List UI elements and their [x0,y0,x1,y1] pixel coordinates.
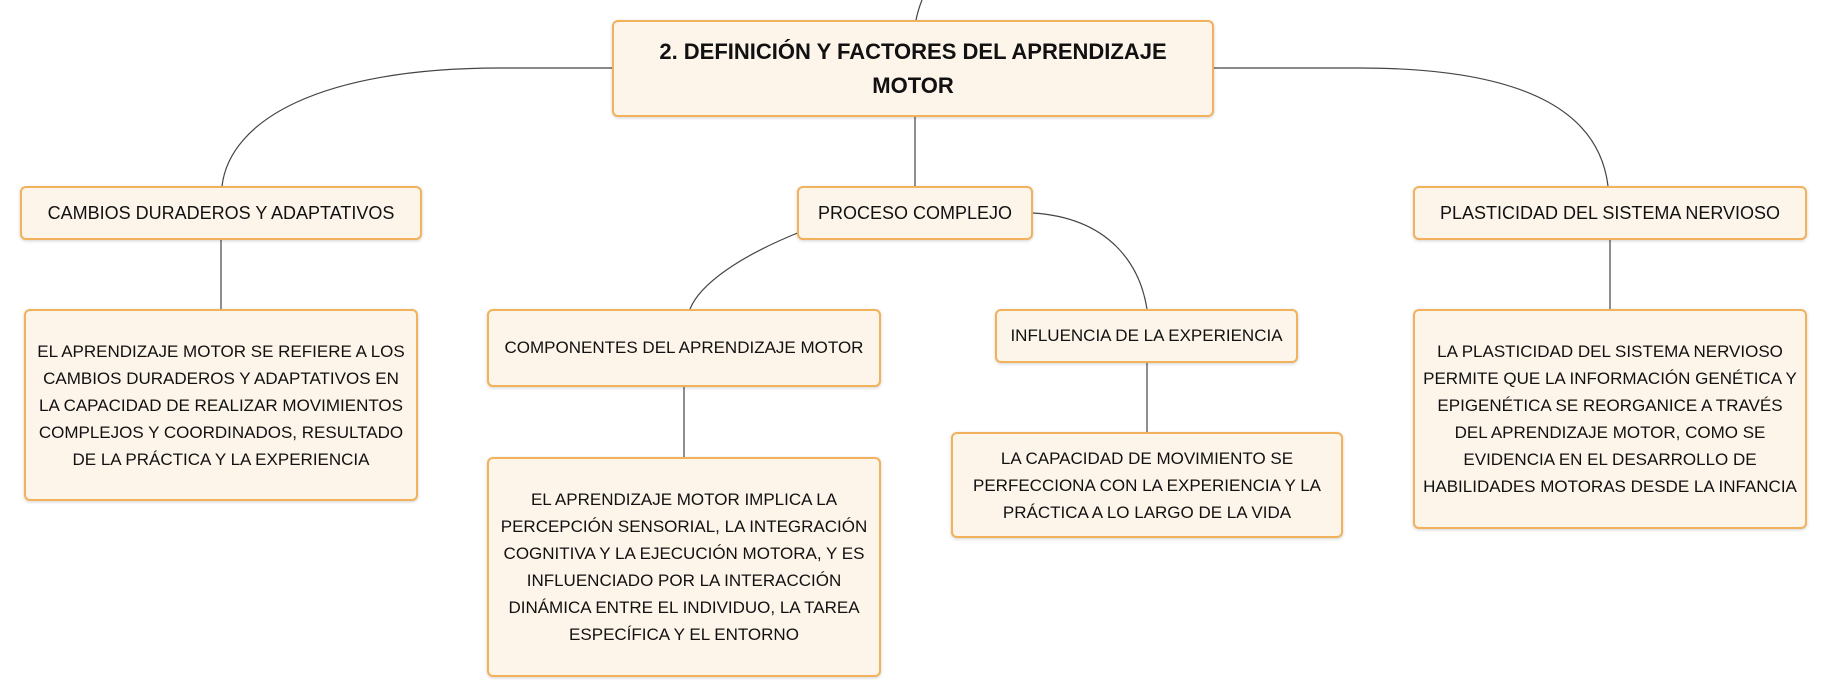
connector-proceso-componentes [689,231,801,310]
node-cambios[interactable]: CAMBIOS DURADEROS Y ADAPTATIVOS [20,186,422,240]
node-cambios-detail[interactable]: EL APRENDIZAJE MOTOR SE REFIERE A LOS CA… [24,309,418,501]
root-node[interactable]: 2. DEFINICIÓN Y FACTORES DEL APRENDIZAJE… [612,20,1214,117]
node-proceso[interactable]: PROCESO COMPLEJO [797,186,1033,240]
node-plasticidad-label: PLASTICIDAD DEL SISTEMA NERVIOSO [1439,202,1781,223]
node-influencia[interactable]: INFLUENCIA DE LA EXPERIENCIA [995,309,1298,363]
node-componentes-detail-text: EL APRENDIZAJE MOTOR IMPLICA LA PERCEPCI… [500,490,868,644]
node-plasticidad-detail-text: LA PLASTICIDAD DEL SISTEMA NERVIOSO PERM… [1423,342,1797,496]
node-influencia-detail[interactable]: LA CAPACIDAD DE MOVIMIENTO SE PERFECCION… [951,432,1343,538]
node-proceso-label: PROCESO COMPLEJO [817,202,1013,223]
connector-root-cambios [221,67,612,187]
node-plasticidad[interactable]: PLASTICIDAD DEL SISTEMA NERVIOSO [1413,186,1807,240]
node-influencia-label: INFLUENCIA DE LA EXPERIENCIA [1010,326,1283,345]
connector-root-plasticidad [1214,67,1609,187]
node-cambios-detail-text: EL APRENDIZAJE MOTOR SE REFIERE A LOS CA… [37,341,405,469]
connector-incoming [915,0,923,21]
connector-proceso-influencia [1032,212,1148,310]
node-cambios-label: CAMBIOS DURADEROS Y ADAPTATIVOS [47,202,395,223]
node-plasticidad-detail[interactable]: LA PLASTICIDAD DEL SISTEMA NERVIOSO PERM… [1413,309,1807,529]
node-influencia-detail-text: LA CAPACIDAD DE MOVIMIENTO SE PERFECCION… [973,448,1321,522]
node-componentes[interactable]: COMPONENTES DEL APRENDIZAJE MOTOR [487,309,881,387]
node-componentes-label: COMPONENTES DEL APRENDIZAJE MOTOR [504,338,864,357]
node-componentes-detail[interactable]: EL APRENDIZAJE MOTOR IMPLICA LA PERCEPCI… [487,457,881,677]
root-title: 2. DEFINICIÓN Y FACTORES DEL APRENDIZAJE… [659,38,1167,98]
